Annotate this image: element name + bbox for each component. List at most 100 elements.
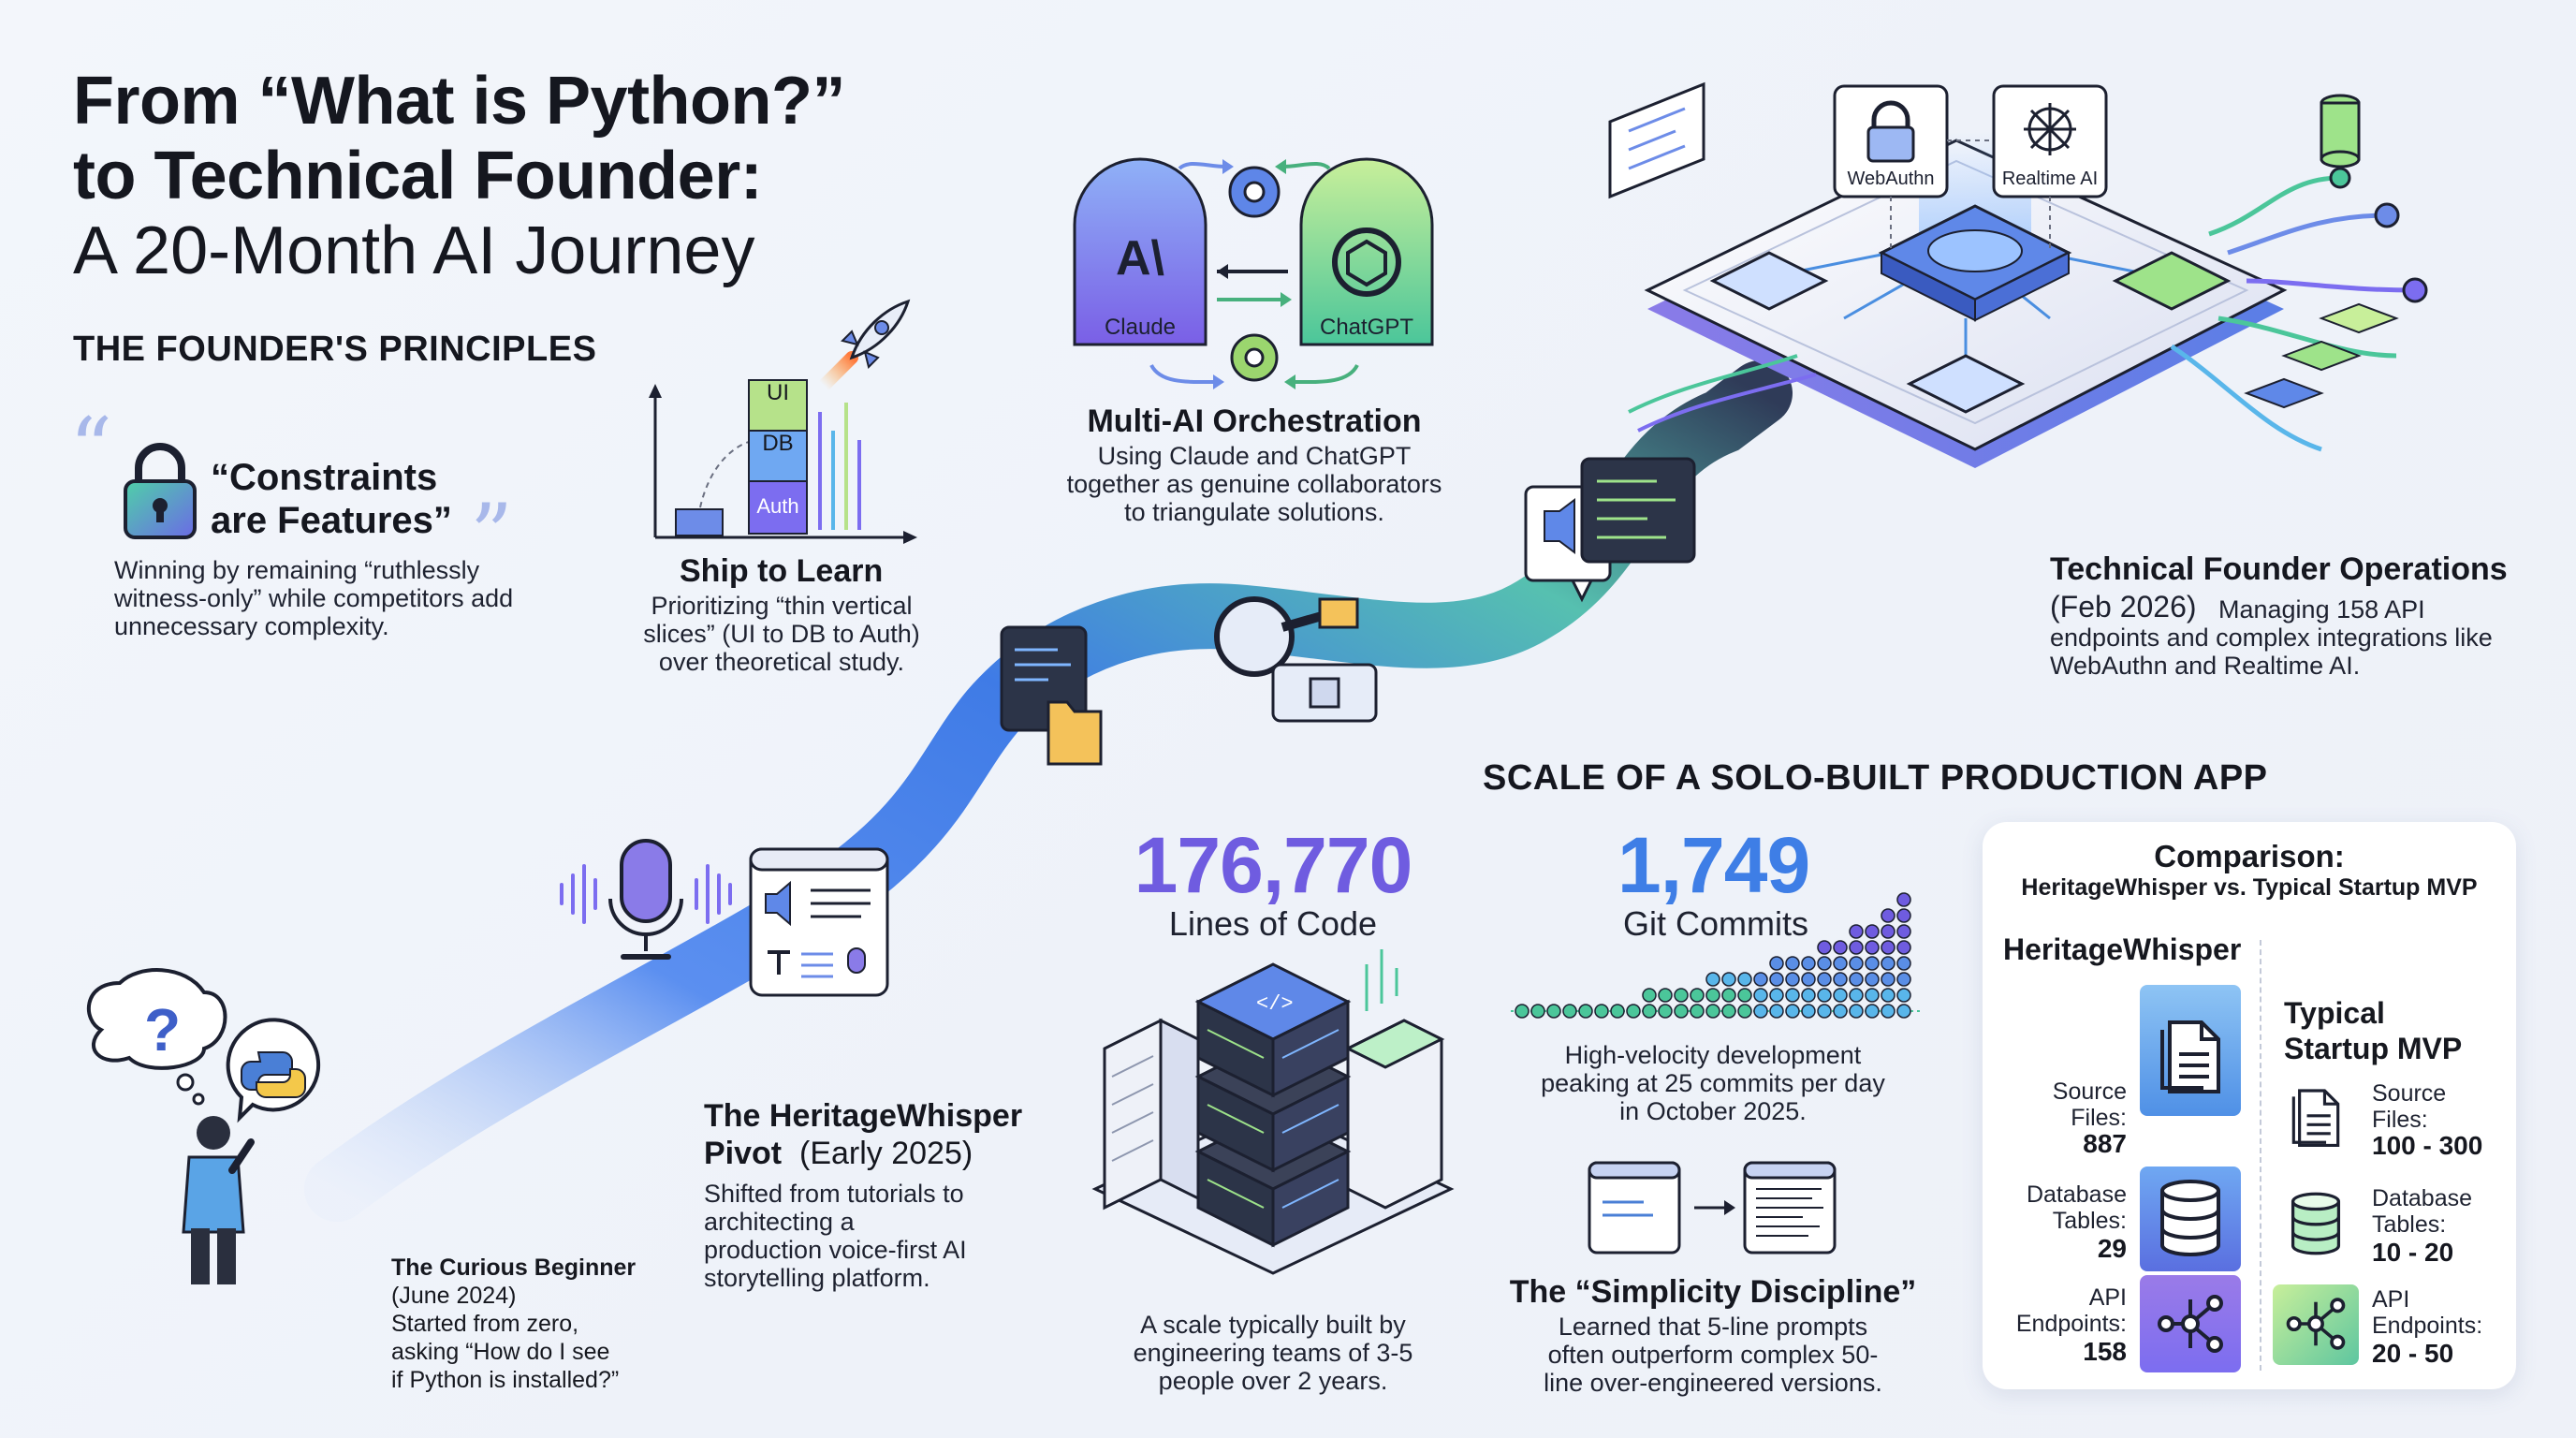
commit-dot [1530,1004,1545,1019]
loc-value: 176,770 [1134,821,1413,909]
commit-dot [1642,988,1657,1003]
comparison-right-heading-1: Typical [2284,996,2385,1030]
mvp-document-icon [2291,1089,2340,1147]
loc-body-3: people over 2 years. [1158,1367,1388,1395]
commit-dot [1881,940,1895,955]
mvp-endpoints-label-2: Endpoints: [2372,1313,2483,1339]
pivot-body-4: storytelling platform. [704,1264,930,1292]
operations-body-1: Managing 158 API [2218,595,2425,624]
ship-body-3: over theoretical study. [658,648,905,676]
comparison-card [1983,822,2516,1389]
commit-dot [1658,1004,1673,1019]
mvp-files-value: 100 - 300 [2372,1131,2483,1160]
commit-dot [1849,956,1864,971]
commit-dot [1578,1004,1593,1019]
ai-orchestration-diagram [1073,157,1434,389]
commit-dot [1849,1004,1864,1019]
commit-dot [1849,972,1864,987]
mvp-files-label-1: Source [2372,1080,2447,1107]
svg-text:”: ” [470,486,513,584]
commit-dot [1515,1004,1530,1019]
commits-body-1: High-velocity development [1564,1041,1862,1069]
open-quote-icon: “ [69,400,112,498]
commit-dot [1721,972,1736,987]
simplicity-title: The “Simplicity Discipline” [1509,1274,1917,1310]
claude-logo: A\ [1116,231,1164,286]
commits-value: 1,749 [1617,821,1810,909]
commit-dot [1785,1004,1800,1019]
beginner-body-2: asking “How do I see [391,1339,610,1365]
padlock-icon [124,443,197,539]
commit-dot [1658,988,1673,1003]
commit-dot [1785,956,1800,971]
rocket-icon [817,299,911,392]
commit-dot [1674,1004,1689,1019]
multi-ai-body-2: together as genuine collaborators [1066,470,1442,498]
loc-body-1: A scale typically built by [1140,1311,1406,1339]
commit-dot [1753,988,1768,1003]
commit-dot [1833,956,1848,971]
commit-dot [1594,1004,1609,1019]
ship-body-1: Prioritizing “thin vertical [651,592,913,620]
commit-dot [1881,956,1895,971]
claude-label: Claude [1104,315,1177,340]
commit-dot [1801,972,1816,987]
loc-label: Lines of Code [1168,904,1378,943]
commit-dot [1785,972,1800,987]
commit-dot [1865,956,1880,971]
svg-text:“: “ [69,400,112,498]
hw-endpoints-label-1: API [2088,1284,2127,1311]
commit-dot [1896,1004,1911,1019]
commit-dot [1817,988,1832,1003]
simplicity-body-2: often outperform complex 50- [1547,1341,1879,1369]
commit-dot [1721,1004,1736,1019]
commit-dot [1817,1004,1832,1019]
pivot-title-2: Pivot [704,1136,783,1171]
chatgpt-label: ChatGPT [1319,315,1414,340]
chat-code-icon [1524,457,1696,603]
operations-body-2: endpoints and complex integrations like [2050,624,2493,652]
comparison-right-heading-2: Startup MVP [2284,1032,2463,1065]
commit-dot [1833,940,1848,955]
constraints-body-3: unnecessary complexity. [114,612,389,640]
curious-person-illustration: ? [87,968,321,1284]
hw-files-value: 887 [2083,1129,2127,1158]
commits-body-3: in October 2025. [1619,1097,1807,1125]
commit-dot [1896,908,1911,923]
commit-dot [1881,972,1895,987]
commits-body-2: peaking at 25 commits per day [1541,1069,1885,1097]
hw-tables-label-2: Tables: [2052,1208,2127,1234]
stack-label-ui: UI [767,380,789,405]
simplify-code-icon [1588,1161,1837,1255]
commit-dot [1865,940,1880,955]
beginner-title: The Curious Beginner [391,1255,637,1281]
title-line-3: A 20-Month AI Journey [73,213,755,288]
commit-dot [1785,988,1800,1003]
hw-files-label-1: Source [2052,1078,2127,1105]
beginner-date: (June 2024) [391,1283,517,1309]
beginner-body-3: if Python is installed?” [391,1367,620,1393]
code-folder-icon [1000,625,1103,766]
commit-dot [1881,988,1895,1003]
svg-text:</>: </> [1256,992,1294,1016]
server-rack-illustration: </> [1091,949,1455,1275]
title-line-2: to Technical Founder: [73,139,763,213]
commit-dot-chart [1511,892,1923,1019]
commit-dot [1801,988,1816,1003]
commit-dot [1690,1004,1705,1019]
commit-dot [1801,956,1816,971]
simplicity-body-3: line over-engineered versions. [1544,1369,1882,1397]
commit-dot [1896,956,1911,971]
magnifier-tools-icon [1214,596,1378,723]
constraints-title-1: “Constraints [211,457,438,498]
mvp-tables-value: 10 - 20 [2372,1238,2454,1267]
commit-dot [1849,988,1864,1003]
multi-ai-title: Multi-AI Orchestration [1087,404,1422,439]
commit-dot [1690,988,1705,1003]
stack-chart-icon [649,379,917,544]
network-icon [2158,1295,2223,1353]
commit-dot [1849,924,1864,939]
multi-ai-body-1: Using Claude and ChatGPT [1097,442,1412,470]
title-line-1: From “What is Python?” [73,64,845,139]
constraints-body-1: Winning by remaining “ruthlessly [114,556,480,584]
